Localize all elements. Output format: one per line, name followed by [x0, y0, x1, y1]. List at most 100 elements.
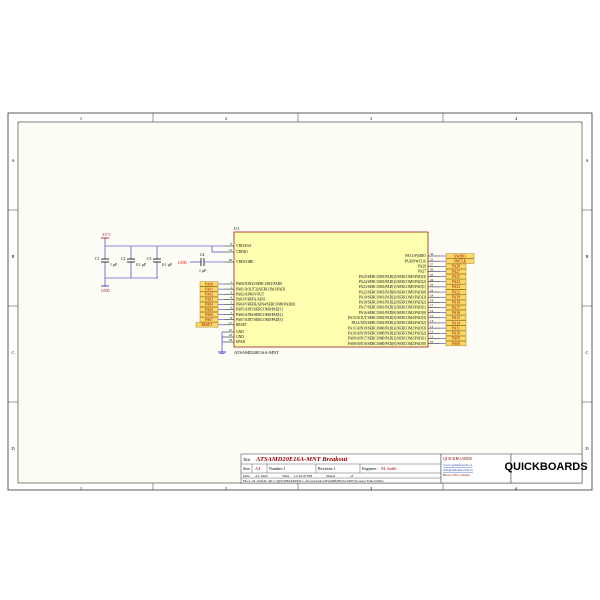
pin-name: PA25/SERCOM3/PAD[3]/SERCOM5/PAD[3] — [359, 275, 426, 279]
port-label — [445, 268, 467, 274]
pin-number: 31 — [430, 257, 434, 261]
pin-number: 1 — [230, 280, 232, 284]
pin-name: PA19/SERCOM1/PAD[3]/SERCOM3/PAD[3] — [359, 295, 426, 299]
port-text: RESET — [202, 323, 214, 327]
port-label — [445, 253, 475, 259]
ground-net-label: GND — [178, 260, 187, 265]
port-text: PA17 — [452, 306, 460, 310]
pin-name: PA22/SERCOM3/PAD[0]/SERCOM5/PAD[0] — [359, 290, 426, 294]
port-label — [445, 335, 467, 341]
pin-name: GND — [236, 335, 244, 339]
port-text: PA09 — [452, 337, 460, 341]
engineer-label: Engineer: — [362, 466, 378, 471]
pin-name: PA27 — [418, 270, 426, 274]
title-text: ATSAMD20E16A-MNT Breakout — [255, 456, 347, 463]
pin-name: PA06/AIN6/SERCOM0/PAD[2] — [236, 313, 283, 317]
chip-part-number: ATSAMD20E16A-MNT — [234, 350, 279, 355]
pin-name: PA23/SERCOM3/PAD[1]/SERCOM5/PAD[1] — [359, 285, 426, 289]
pin-name: PA04/VREFB/AIN4/SERCOM0/PAD[0] — [236, 303, 295, 307]
pin-number: 24 — [430, 278, 434, 282]
pin-number: 10 — [430, 340, 434, 344]
pin-number: 19 — [430, 293, 434, 297]
port-label — [445, 289, 467, 295]
pin-name: RESET — [236, 323, 248, 327]
pin-name: PA08/AIN16/SERCOM0/PAD[0]/SERCOM2/PAD[0] — [348, 342, 426, 346]
pin-name: PA02/AIN0/VOUT — [236, 292, 265, 296]
pin-name: PA11/AIN19/SERCOM0/PAD[3]/SERCOM2/PAD[3] — [348, 326, 426, 330]
pin-number: 17 — [430, 304, 434, 308]
pin-name: PA03/VREFA/AIN1 — [236, 298, 266, 302]
pin-number: 26 — [430, 268, 434, 272]
date-value: 4-1-2022 — [255, 474, 268, 478]
pin-name: GND — [236, 330, 244, 334]
port-label — [445, 299, 467, 305]
column-marker-bottom: 2 — [225, 486, 227, 491]
capacitor-ref: C2 — [121, 257, 126, 261]
port-text: PA02 — [205, 293, 213, 297]
port-text: PA25 — [452, 275, 460, 279]
capacitor-value: 1 µF — [110, 263, 117, 267]
pin-number: 9 — [230, 242, 232, 246]
company-name: QUICKBOARDS — [443, 456, 472, 461]
pin-name: PA28 — [418, 265, 426, 269]
row-marker-left: B — [11, 254, 14, 259]
company-line-2: info@quickboards.ca — [443, 468, 473, 472]
pin-number: 21 — [229, 248, 233, 252]
port-text: PA01 — [205, 287, 213, 291]
port-text: PA15 — [452, 316, 460, 320]
ground-net-label: GND — [101, 288, 110, 293]
pin-name: VDDANA — [236, 244, 252, 248]
column-marker-top: 3 — [370, 116, 373, 121]
pin-number: 18 — [430, 299, 434, 303]
pin-name: PA17/SERCOM1/PAD[1]/SERCOM3/PAD[1] — [359, 306, 426, 310]
port-text: PA14 — [452, 321, 460, 325]
pin-number: 15 — [430, 314, 434, 318]
title-block: Title ATSAMD20E16A-MNT Breakout Size A4 … — [240, 453, 588, 484]
pin-number: 27 — [430, 263, 434, 267]
port-text: PA18 — [452, 301, 460, 305]
pin-name: PA31/SWDIO — [405, 254, 426, 258]
sheet-label: Sheet1 — [326, 474, 336, 478]
pin-number: 25 — [430, 273, 434, 277]
capacitor-ref: C1 — [95, 257, 100, 261]
pin-number: 22 — [430, 288, 434, 292]
port-text: PA24 — [452, 280, 460, 284]
pin-name: PA10/AIN18/SERCOM0/PAD[2]/SERCOM2/PAD[2] — [348, 331, 426, 335]
port-text: PA07 — [205, 318, 213, 322]
size-label: Size — [243, 466, 250, 471]
pin-name: PA09/AIN17/SERCOM0/PAD[1]/SERCOM2/PAD[1] — [348, 337, 426, 341]
port-text: PA28 — [452, 265, 460, 269]
port-label — [445, 310, 467, 316]
port-label — [445, 320, 467, 326]
pin-number: 22 — [229, 333, 233, 337]
pin-number: 14 — [430, 319, 434, 323]
number-label: Number:1 — [269, 466, 285, 471]
port-label — [445, 315, 467, 321]
company-line-3: Brant, ON, Canada — [443, 473, 470, 478]
company-line-1: www.quickboards.ca — [443, 463, 473, 467]
pin-name: PA05/AIN5/SERCOM0/PAD[1] — [236, 308, 283, 312]
port-label — [445, 330, 467, 336]
capacitor-value: 0.1 µF — [162, 263, 172, 267]
column-marker-bottom: 1 — [80, 486, 82, 491]
title-label: Title — [243, 457, 251, 462]
column-marker-top: 4 — [515, 116, 518, 121]
port-text: PA06 — [205, 313, 213, 317]
column-marker-bottom: 3 — [370, 486, 373, 491]
row-marker-right: C — [585, 350, 588, 355]
port-text: PA16 — [452, 311, 460, 315]
pin-number: 13 — [430, 324, 434, 328]
time-label: Time — [282, 474, 290, 478]
row-marker-right: B — [585, 254, 588, 259]
pin-number: 6 — [230, 306, 232, 310]
port-label — [445, 258, 475, 264]
row-marker-left: A — [11, 158, 15, 163]
pin-name: PA01/XOUT32/SERCOM1/PAD1 — [236, 287, 286, 291]
pin-number: 33 — [229, 338, 233, 342]
capacitor-ref: C3 — [147, 257, 152, 261]
port-label — [445, 279, 467, 285]
engineer-value: M. Salih — [381, 466, 397, 471]
capacitor-ref: C4 — [200, 253, 205, 257]
